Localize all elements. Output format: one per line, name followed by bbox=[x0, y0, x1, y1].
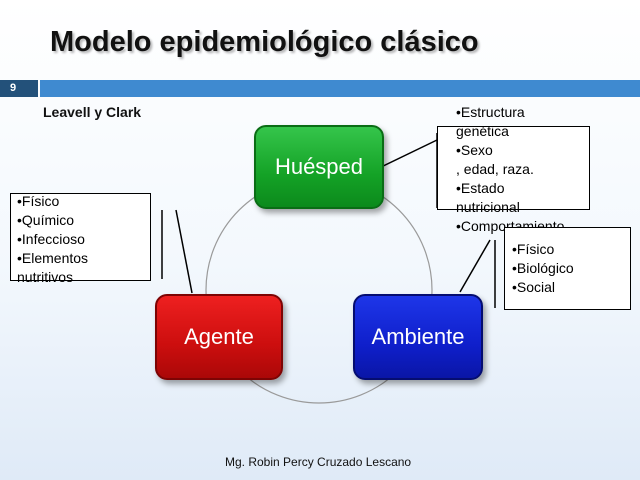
host-factor-item: •Estructura bbox=[456, 104, 525, 120]
environment-node: Ambiente bbox=[353, 294, 483, 380]
environment-factor-item: •Físico bbox=[512, 241, 555, 257]
host-factors-box: •Estructura genética •Sexo , edad, raza.… bbox=[437, 104, 590, 234]
environment-factor-item: •Biológico bbox=[512, 260, 574, 276]
agent-factor-item: •Elementos bbox=[17, 250, 89, 266]
host-factor-item: •Sexo bbox=[456, 142, 493, 158]
host-connector bbox=[378, 139, 438, 169]
host-factor-item: genética bbox=[456, 123, 509, 139]
host-factor-item: •Estado bbox=[456, 180, 505, 196]
header-bar bbox=[40, 80, 640, 97]
agent-factor-item: •Infeccioso bbox=[17, 231, 85, 247]
host-factor-item: nutricional bbox=[456, 199, 520, 215]
diagram-subtitle: Leavell y Clark bbox=[43, 104, 142, 120]
agent-connector bbox=[175, 209, 193, 294]
agent-factor-item: nutritivos bbox=[17, 269, 74, 285]
author-footer: Mg. Robin Percy Cruzado Lescano bbox=[225, 455, 412, 469]
agent-factor-item: •Físico bbox=[17, 193, 60, 209]
agent-node: Agente bbox=[155, 294, 283, 380]
agent-factor-item: •Químico bbox=[17, 212, 75, 228]
host-factor-item: , edad, raza. bbox=[456, 161, 534, 177]
host-node: Huésped bbox=[254, 125, 384, 209]
slide-title: Modelo epidemiológico clásico bbox=[50, 26, 479, 58]
environment-factors-box: •Físico •Biológico •Social bbox=[504, 227, 631, 310]
slide-number-badge: 9 bbox=[0, 80, 38, 97]
environment-connector bbox=[459, 239, 491, 293]
environment-factor-item: •Social bbox=[512, 279, 556, 295]
agent-factors-box: •Físico •Químico •Infeccioso •Elementos … bbox=[10, 193, 151, 285]
